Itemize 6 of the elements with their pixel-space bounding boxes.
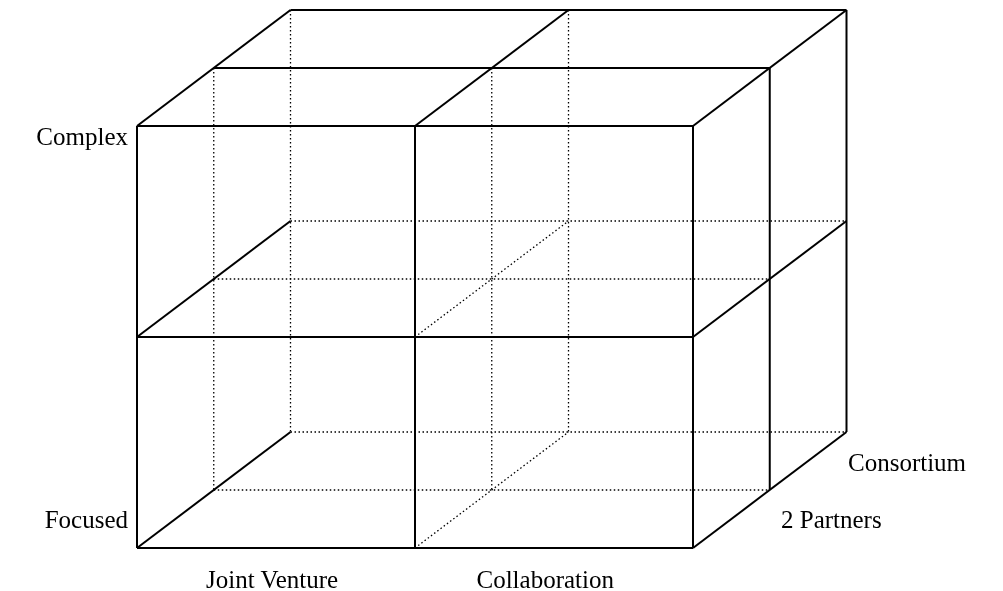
axis-label: 2 Partners (781, 506, 882, 534)
axis-label: Collaboration (476, 566, 614, 591)
axis-label: Consortium (848, 449, 967, 477)
axis-label: Complex (36, 123, 128, 151)
axis-label: Focused (44, 506, 128, 534)
axis-label: Joint Venture (206, 566, 339, 591)
